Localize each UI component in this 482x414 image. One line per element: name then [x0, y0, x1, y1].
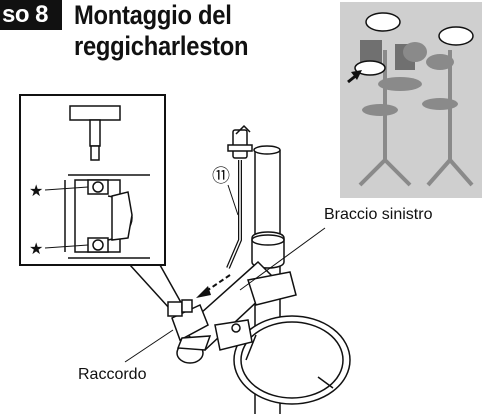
stand-illustration [167, 124, 351, 414]
star-marker-top: ★ [29, 183, 43, 200]
step-title-line1: Montaggio del [74, 0, 232, 30]
left-arm-leader [239, 227, 326, 291]
insertion-arrow [204, 274, 231, 293]
drum-kit-thumbnail [340, 2, 482, 198]
step-number-badge: so 8 [0, 0, 62, 30]
drum-key-icon [69, 105, 121, 161]
star-marker-bottom: ★ [29, 241, 43, 258]
insertion-arrowhead [196, 286, 211, 298]
step-number-label: so 8 [2, 1, 49, 28]
connector-label: Raccordo [78, 366, 147, 383]
clamp-detail [64, 174, 150, 259]
step-title-line2: reggicharleston [74, 31, 249, 61]
detail-inset: ★ ★ [19, 94, 189, 321]
connector-leader [124, 329, 174, 363]
step-title: Montaggio del reggicharleston [74, 0, 249, 62]
part-number-callout: ⑪ [212, 166, 230, 186]
part-number-leader [227, 184, 239, 216]
left-arm-label: Braccio sinistro [324, 206, 433, 223]
